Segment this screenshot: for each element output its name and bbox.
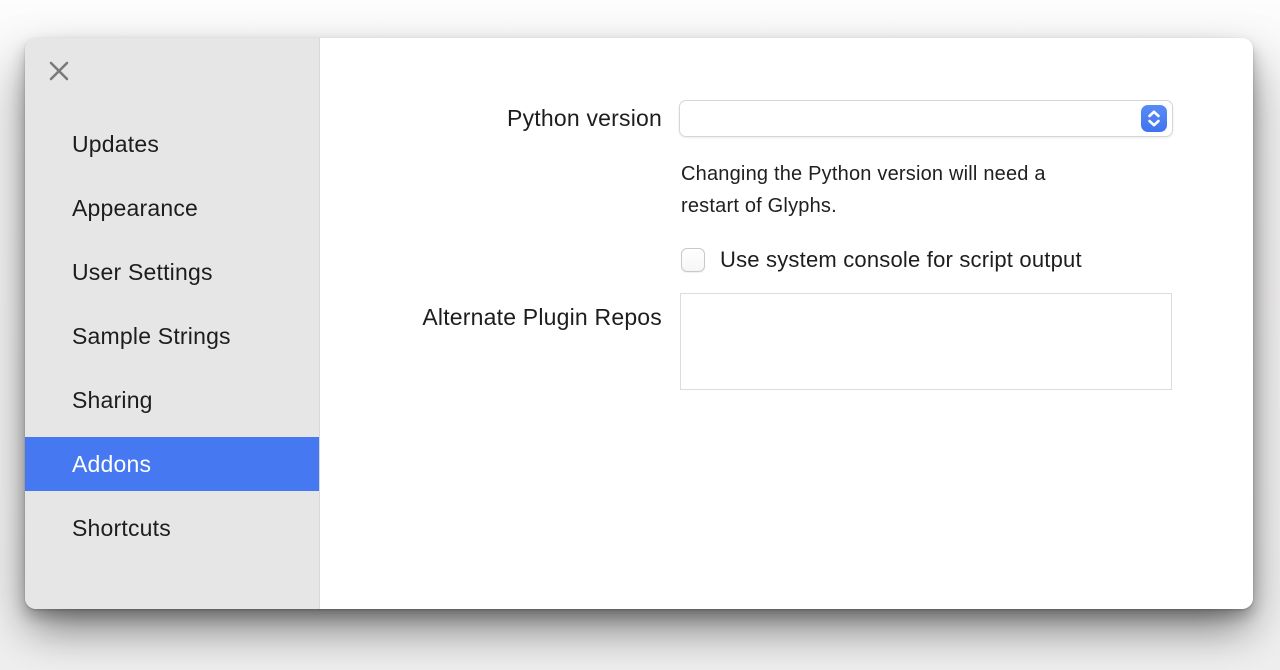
sidebar-item-addons[interactable]: Addons [25,437,319,491]
sidebar-item-appearance[interactable]: Appearance [72,194,199,221]
sidebar: Updates Appearance User Settings Sample … [25,38,320,609]
close-icon [47,59,71,83]
preferences-window: Updates Appearance User Settings Sample … [25,38,1253,609]
python-version-helper-text: Changing the Python version will need a … [681,163,1046,217]
system-console-label: Use system console for script output [720,247,1082,272]
sidebar-nav: Updates Appearance User Settings Sample … [25,117,319,555]
python-version-select[interactable] [679,100,1173,137]
sidebar-item-sharing[interactable]: Sharing [72,386,153,413]
sidebar-item-sample-strings[interactable]: Sample Strings [72,322,231,349]
sidebar-item-shortcuts[interactable]: Shortcuts [72,514,171,541]
system-console-row: Use system console for script output [681,247,1082,273]
sidebar-item-updates[interactable]: Updates [72,130,160,157]
stepper-up-down-icon [1141,105,1167,132]
sidebar-item-user-settings[interactable]: User Settings [72,258,213,285]
system-console-checkbox[interactable] [681,248,705,272]
alternate-plugin-repos-textarea[interactable] [680,293,1172,390]
python-version-label: Python version [507,105,662,131]
plugin-repos-label: Alternate Plugin Repos [422,304,662,330]
addons-pane: Python version Changing the Python versi… [320,38,1253,609]
close-button[interactable] [45,57,73,85]
